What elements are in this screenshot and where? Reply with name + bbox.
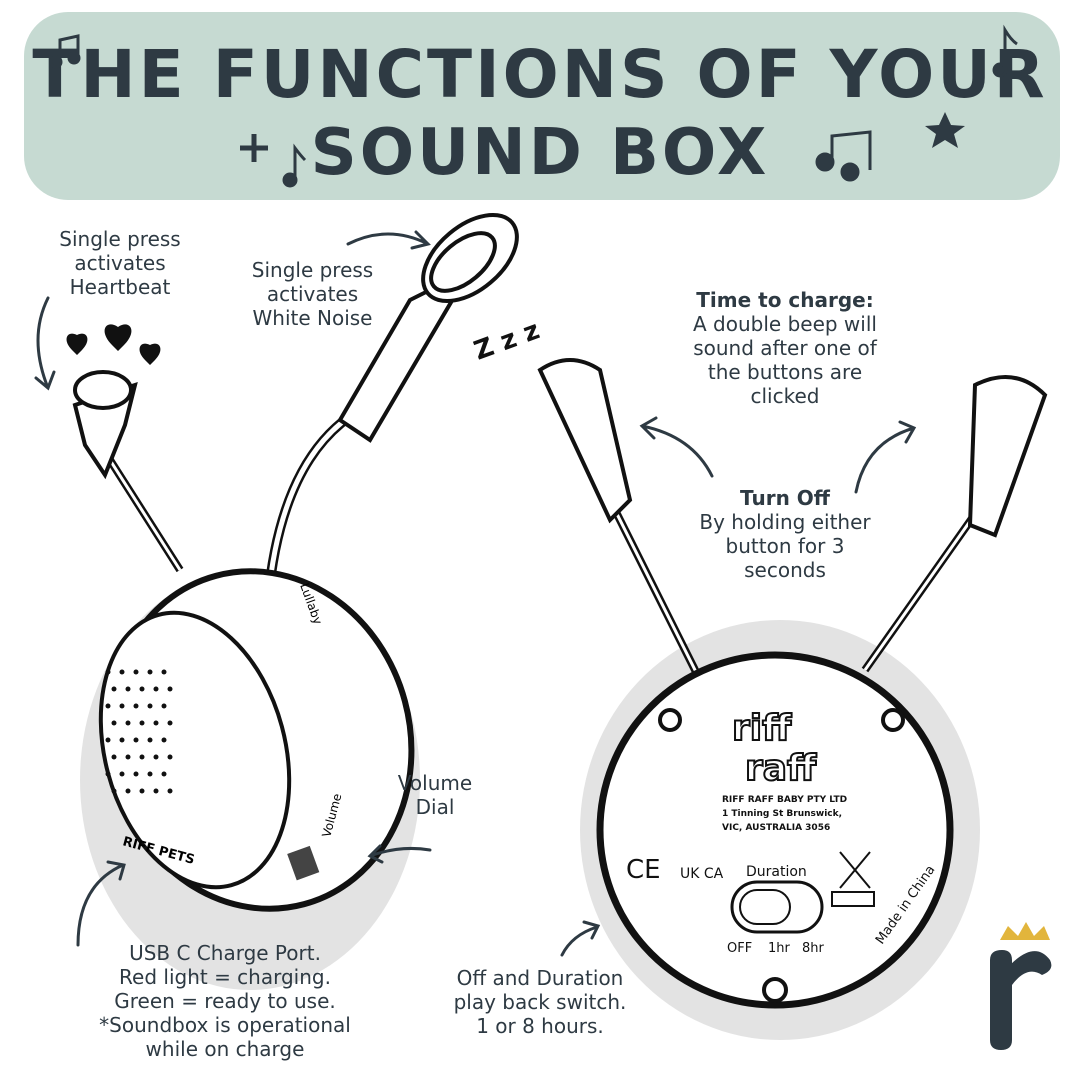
speaker-hole <box>133 771 139 777</box>
white-noise-note: Single press activates White Noise <box>251 258 374 330</box>
switch-note: Off and Duration play back switch. 1 or … <box>440 966 640 1038</box>
speaker-hole <box>139 788 145 794</box>
heart-icon <box>66 324 161 365</box>
speaker-hole <box>111 720 117 726</box>
ce-mark: CE <box>626 855 661 885</box>
speaker-hole <box>105 771 111 777</box>
speaker-hole <box>153 720 159 726</box>
address-line: VIC, AUSTRALIA 3056 <box>722 823 830 833</box>
usb-line: *Soundbox is operational <box>99 1013 351 1037</box>
speaker-hole <box>105 737 111 743</box>
zzz-icon: Z z z <box>470 315 543 366</box>
speaker-hole <box>111 788 117 794</box>
speaker-hole <box>111 686 117 692</box>
turn-off-title: Turn Off <box>740 486 830 510</box>
speaker-hole <box>105 669 111 675</box>
speaker-hole <box>119 737 125 743</box>
soundbox-back <box>537 358 1048 1009</box>
speaker-hole <box>133 737 139 743</box>
speaker-hole <box>153 754 159 760</box>
heartbeat-note: Single press activates Heartbeat <box>59 227 181 299</box>
speaker-hole <box>119 669 125 675</box>
speaker-hole <box>125 686 131 692</box>
speaker-hole <box>161 703 167 709</box>
duration-label: Duration <box>746 864 807 880</box>
title-line-1: THE FUNCTIONS OF YOUR <box>32 36 1048 113</box>
usb-line: USB C Charge Port. <box>129 941 321 965</box>
speaker-hole <box>139 754 145 760</box>
speaker-hole <box>139 686 145 692</box>
time-to-charge-title: Time to charge: <box>696 288 874 312</box>
speaker-hole <box>147 703 153 709</box>
speaker-hole <box>125 754 131 760</box>
speaker-hole <box>161 737 167 743</box>
title-line-2: SOUND BOX <box>310 116 770 190</box>
address-line: 1 Tinning St Brunswick, <box>722 809 842 819</box>
address-line: RIFF RAFF BABY PTY LTD <box>722 795 847 805</box>
switch-8hr: 8hr <box>802 941 825 956</box>
speaker-hole <box>167 686 173 692</box>
speaker-hole <box>161 669 167 675</box>
speaker-holes <box>105 669 173 794</box>
speaker-hole <box>125 788 131 794</box>
usb-note: USB C Charge Port. Red light = charging.… <box>80 941 370 1061</box>
title-banner <box>24 12 1060 200</box>
time-to-charge-body: A double beep will sound after one of th… <box>693 312 877 408</box>
usb-line: Red light = charging. <box>119 965 331 989</box>
speaker-hole <box>161 771 167 777</box>
speaker-hole <box>147 771 153 777</box>
switch-off: OFF <box>727 941 752 956</box>
riff-raff-logo: riff <box>732 708 792 749</box>
usb-line: Green = ready to use. <box>114 989 336 1013</box>
arrow-icon <box>34 230 917 957</box>
switch-line: 1 or 8 hours. <box>476 1014 604 1038</box>
speaker-hole <box>167 754 173 760</box>
switch-1hr: 1hr <box>768 941 791 956</box>
speaker-hole <box>133 669 139 675</box>
speaker-hole <box>147 737 153 743</box>
speaker-hole <box>167 720 173 726</box>
speaker-hole <box>119 771 125 777</box>
turn-off-body: By holding either button for 3 seconds <box>699 510 871 582</box>
turn-off-note: Turn Off By holding either button for 3 … <box>690 486 880 582</box>
switch-line: Off and Duration <box>456 966 624 990</box>
speaker-hole <box>153 686 159 692</box>
speaker-hole <box>125 720 131 726</box>
riff-raff-r-logo <box>990 922 1052 1050</box>
usb-line: while on charge <box>145 1037 305 1061</box>
speaker-hole <box>153 788 159 794</box>
ukca-mark: UK CA <box>680 866 724 882</box>
speaker-hole <box>133 703 139 709</box>
time-to-charge-note: Time to charge: A double beep will sound… <box>680 288 890 408</box>
volume-note: Volume Dial <box>397 771 473 819</box>
riff-raff-logo-2: raff <box>745 748 817 789</box>
speaker-hole <box>139 720 145 726</box>
speaker-hole <box>111 754 117 760</box>
speaker-hole <box>167 788 173 794</box>
music-note-icon <box>49 24 1018 188</box>
soundbox-front <box>72 212 519 912</box>
speaker-hole <box>147 669 153 675</box>
speaker-hole <box>119 703 125 709</box>
speaker-hole <box>105 703 111 709</box>
switch-line: play back switch. <box>453 990 627 1014</box>
star-icon <box>925 112 965 148</box>
